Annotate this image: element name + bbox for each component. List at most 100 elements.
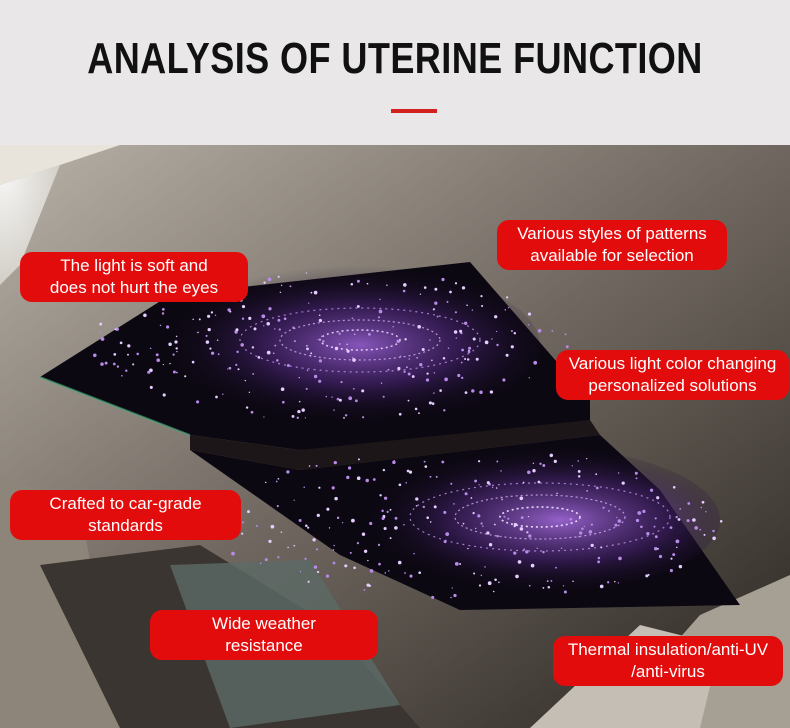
star-dot: [675, 515, 678, 519]
star-dot: [366, 282, 369, 285]
star-dot: [325, 574, 330, 578]
star-dot: [313, 565, 318, 569]
star-dot: [635, 518, 640, 523]
star-dot: [466, 304, 468, 306]
feature-line: The light is soft and: [60, 256, 208, 275]
star-dot: [207, 327, 211, 332]
star-dot: [462, 522, 465, 525]
star-dot: [432, 308, 435, 311]
star-dot: [672, 553, 676, 557]
star-dot: [467, 350, 471, 354]
star-dot: [457, 373, 461, 378]
star-dot: [403, 370, 406, 373]
star-dot: [283, 317, 287, 321]
star-dot: [515, 574, 519, 579]
star-dot: [595, 473, 598, 476]
star-dot: [581, 527, 584, 530]
star-dot: [642, 509, 646, 514]
star-dot: [484, 340, 489, 345]
star-dot: [333, 544, 335, 547]
star-dot: [501, 498, 504, 501]
star-dot: [453, 330, 458, 334]
star-dot: [112, 362, 116, 366]
star-dot: [318, 314, 321, 316]
star-dot: [402, 289, 406, 293]
star-dot: [496, 460, 499, 463]
star-dot: [392, 460, 396, 465]
star-dot: [564, 333, 567, 336]
feature-line: Wide weather: [212, 614, 316, 633]
star-dot: [645, 574, 649, 578]
star-dot: [100, 362, 104, 366]
star-dot: [326, 507, 330, 511]
feature-line: Thermal insulation/anti-UV: [567, 640, 769, 659]
star-dot: [362, 416, 365, 419]
star-dot: [510, 345, 514, 349]
star-dot: [116, 365, 120, 368]
star-dot: [287, 546, 289, 549]
star-dot: [321, 335, 323, 338]
star-dot: [451, 587, 453, 589]
star-dot: [577, 460, 579, 462]
star-dot: [416, 357, 418, 359]
star-dot: [443, 510, 447, 514]
star-dot: [408, 470, 413, 474]
feature-badge-soft-light: The light is soft and does not hurt the …: [20, 252, 248, 302]
star-dot: [398, 483, 402, 487]
star-dot: [257, 356, 261, 359]
star-dot: [617, 472, 620, 474]
star-dot: [378, 309, 383, 314]
star-dot: [306, 369, 309, 372]
star-dot: [607, 581, 610, 584]
star-dot: [506, 296, 509, 299]
star-dot: [407, 399, 410, 402]
star-dot: [649, 488, 654, 492]
star-dot: [617, 519, 622, 523]
star-dot: [694, 526, 699, 530]
star-dot: [565, 345, 569, 349]
star-dot: [263, 416, 265, 418]
star-dot: [350, 283, 354, 286]
star-dot: [407, 372, 411, 376]
star-dot: [442, 357, 446, 360]
star-dot: [331, 486, 335, 490]
feature-line: /anti-virus: [631, 662, 705, 681]
star-dot: [411, 375, 415, 378]
star-dot: [205, 334, 208, 337]
star-dot: [381, 509, 384, 513]
star-dot: [236, 350, 239, 354]
star-dot: [317, 338, 319, 341]
star-dot: [705, 511, 707, 513]
star-dot: [522, 481, 525, 484]
star-dot: [537, 328, 542, 333]
star-dot: [125, 369, 128, 372]
star-dot: [245, 406, 249, 409]
star-dot: [478, 460, 481, 463]
star-dot: [277, 556, 280, 559]
star-dot: [614, 580, 616, 583]
star-dot: [536, 547, 539, 550]
star-dot: [119, 341, 123, 345]
star-dot: [507, 307, 510, 309]
star-dot: [495, 330, 498, 333]
star-dot: [656, 547, 659, 550]
star-dot: [266, 322, 270, 326]
header: ANALYSIS OF UTERINE FUNCTION: [0, 0, 790, 145]
star-dot: [640, 525, 643, 529]
star-dot: [307, 526, 310, 529]
star-dot: [425, 378, 430, 382]
star-dot: [352, 358, 356, 362]
star-dot: [675, 539, 680, 544]
star-dot: [325, 395, 328, 398]
star-dot: [669, 526, 673, 529]
star-dot: [467, 547, 469, 550]
star-dot: [196, 400, 200, 404]
star-dot: [480, 522, 483, 525]
star-dot: [169, 362, 171, 365]
star-dot: [293, 544, 296, 547]
star-dot: [332, 561, 336, 565]
star-dot: [464, 492, 468, 496]
star-dot: [263, 325, 265, 327]
star-dot: [478, 584, 482, 587]
star-dot: [306, 347, 309, 351]
